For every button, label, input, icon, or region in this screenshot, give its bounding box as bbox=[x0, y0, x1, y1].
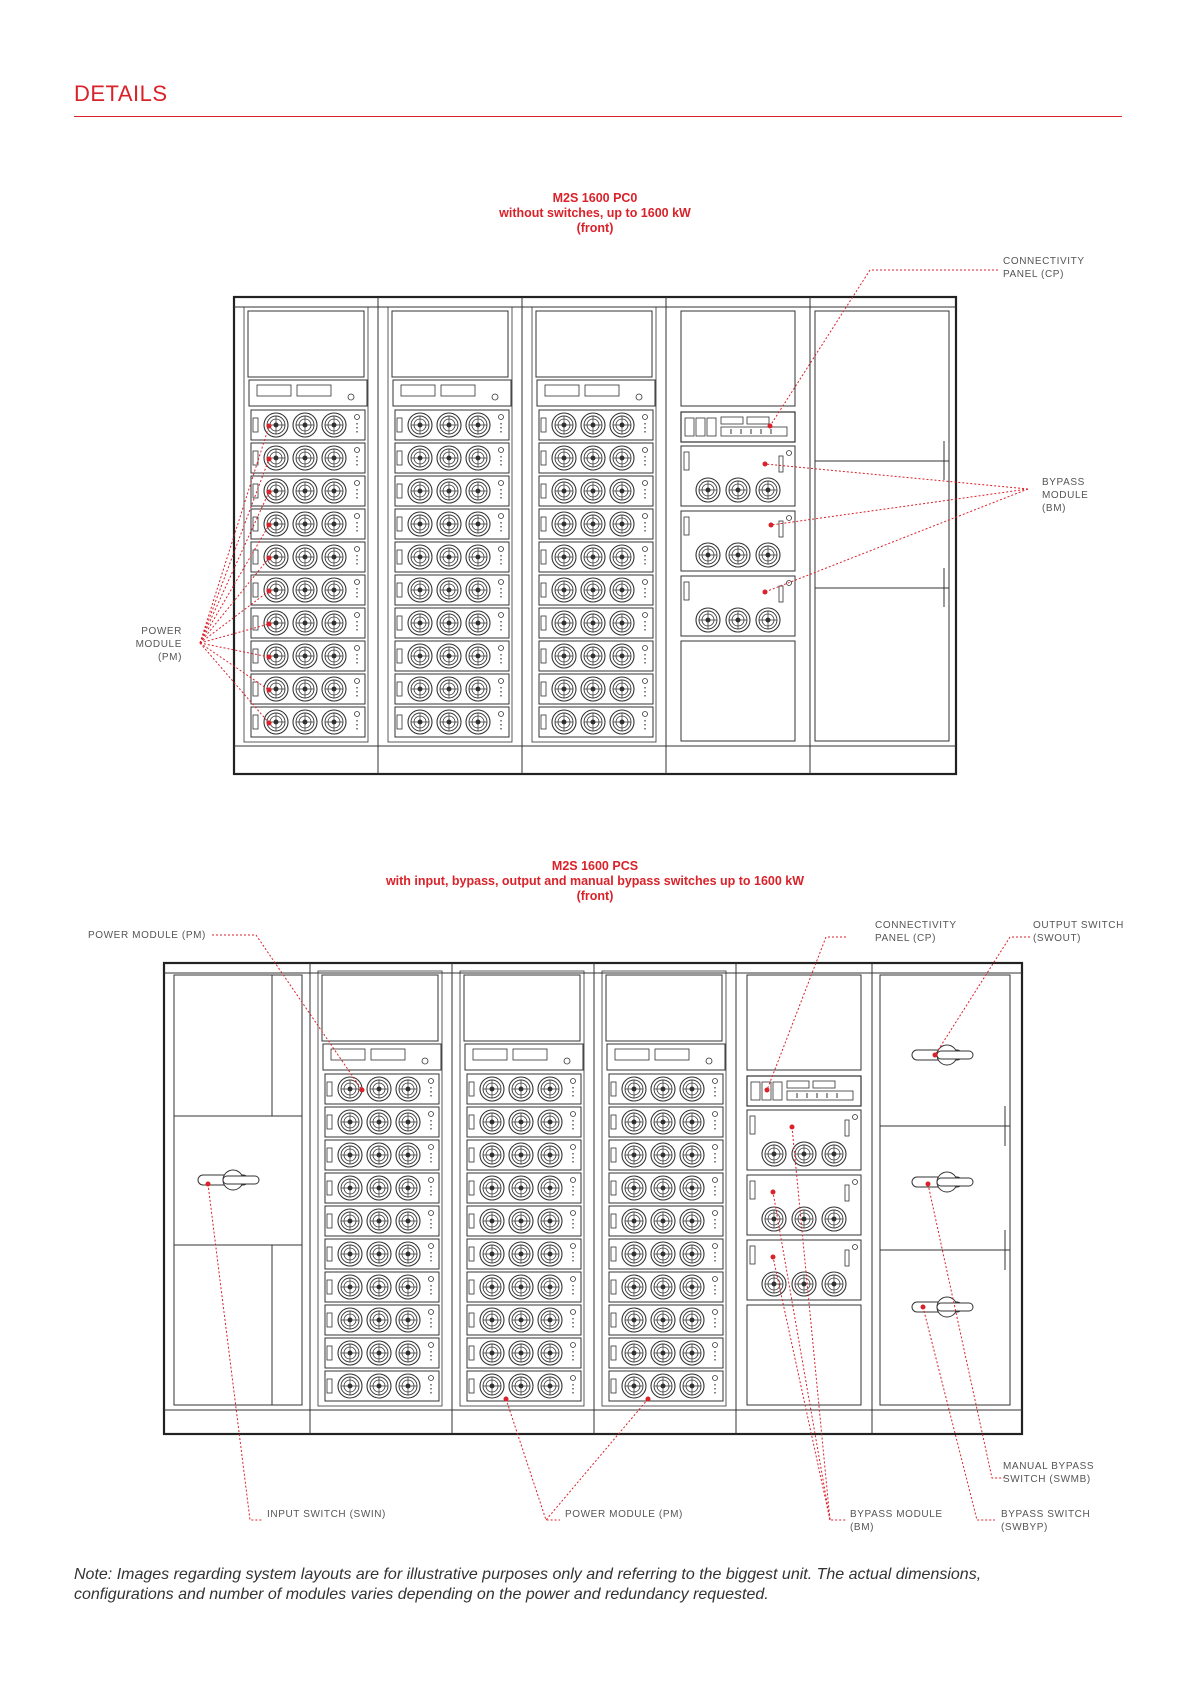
callout-line: MANUAL BYPASS bbox=[1003, 1461, 1095, 1472]
callout-line: OUTPUT SWITCH bbox=[1033, 920, 1124, 931]
bottom-bypass-switch-callout: BYPASS SWITCH (SWBYP) bbox=[1001, 1508, 1090, 1534]
bottom-title-line-2: with input, bypass, output and manual by… bbox=[385, 874, 805, 888]
top-pm-column-1 bbox=[243, 306, 369, 743]
top-empty-column bbox=[814, 310, 950, 742]
callout-line: (BM) bbox=[1042, 503, 1067, 514]
callout-line: CONNECTIVITY bbox=[875, 920, 957, 931]
top-pm-column-2 bbox=[387, 306, 513, 743]
callout-line: MODULE bbox=[135, 639, 182, 650]
footnote: Note: Images regarding system layouts ar… bbox=[74, 1565, 1114, 1605]
top-connectivity-panel-callout: CONNECTIVITY PANEL (CP) bbox=[1003, 255, 1085, 281]
section-title: DETAILS bbox=[74, 81, 168, 106]
bottom-manual-bypass-switch-callout: MANUAL BYPASS SWITCH (SWMB) bbox=[1003, 1460, 1094, 1486]
callout-line: BYPASS bbox=[1042, 477, 1085, 488]
top-title-line-2: without switches, up to 1600 kW bbox=[499, 206, 691, 220]
bottom-diagram-title: M2S 1600 PCS with input, bypass, output … bbox=[0, 859, 1190, 904]
callout-line: (SWBYP) bbox=[1001, 1522, 1048, 1533]
callout-line: PANEL (CP) bbox=[1003, 269, 1065, 280]
callout-line: (PM) bbox=[157, 652, 182, 663]
top-pm-column-3 bbox=[531, 306, 657, 743]
bottom-pm-column-3 bbox=[601, 970, 727, 1407]
bottom-callout-dots bbox=[205, 1052, 938, 1402]
bottom-pm-column-1 bbox=[317, 970, 443, 1407]
top-power-module-callout: POWER MODULE (PM) bbox=[110, 625, 182, 664]
top-leader-lines bbox=[199, 269, 1029, 724]
bottom-pm-column-2 bbox=[459, 970, 585, 1407]
footnote-line-2: configurations and number of modules var… bbox=[74, 1586, 769, 1603]
bottom-bypass-column bbox=[746, 974, 862, 1406]
bottom-power-module-top-callout: POWER MODULE (PM) bbox=[88, 930, 206, 941]
top-title-line-1: M2S 1600 PC0 bbox=[552, 191, 638, 205]
bottom-leader-lines bbox=[207, 934, 1030, 1521]
bottom-cabinet bbox=[162, 961, 1024, 1436]
title-divider bbox=[74, 116, 1122, 117]
top-bypass-module-callout: BYPASS MODULE (BM) bbox=[1042, 476, 1088, 515]
bottom-output-switch-callout: OUTPUT SWITCH (SWOUT) bbox=[1033, 919, 1124, 945]
callout-line: CONNECTIVITY bbox=[1003, 256, 1085, 267]
bottom-bypass-module-callout: BYPASS MODULE (BM) bbox=[850, 1508, 943, 1534]
top-bypass-column bbox=[680, 310, 796, 742]
callout-line: BYPASS MODULE bbox=[850, 1509, 943, 1520]
top-cabinet bbox=[232, 295, 958, 776]
callout-line: (SWOUT) bbox=[1033, 933, 1082, 944]
bottom-switch-column bbox=[879, 974, 1011, 1406]
callout-line: MODULE bbox=[1042, 490, 1089, 501]
callout-line: POWER bbox=[141, 626, 182, 637]
bottom-title-line-3: (front) bbox=[576, 889, 614, 903]
bottom-input-switch-callout: INPUT SWITCH (SWIN) bbox=[267, 1509, 386, 1520]
top-title-line-3: (front) bbox=[576, 221, 614, 235]
top-callout-dots bbox=[266, 423, 774, 726]
bottom-input-column bbox=[173, 974, 303, 1406]
callout-line: (BM) bbox=[850, 1522, 875, 1533]
top-diagram-title: M2S 1600 PC0 without switches, up to 160… bbox=[0, 191, 1190, 236]
bottom-title-line-1: M2S 1600 PCS bbox=[551, 859, 639, 873]
bottom-connectivity-panel-callout: CONNECTIVITY PANEL (CP) bbox=[875, 919, 957, 945]
callout-line: SWITCH (SWMB) bbox=[1003, 1474, 1091, 1485]
footnote-line-1: Note: Images regarding system layouts ar… bbox=[74, 1566, 982, 1583]
callout-line: PANEL (CP) bbox=[875, 933, 937, 944]
bottom-power-module-bottom-callout: POWER MODULE (PM) bbox=[565, 1509, 683, 1520]
callout-line: BYPASS SWITCH bbox=[1001, 1509, 1091, 1520]
